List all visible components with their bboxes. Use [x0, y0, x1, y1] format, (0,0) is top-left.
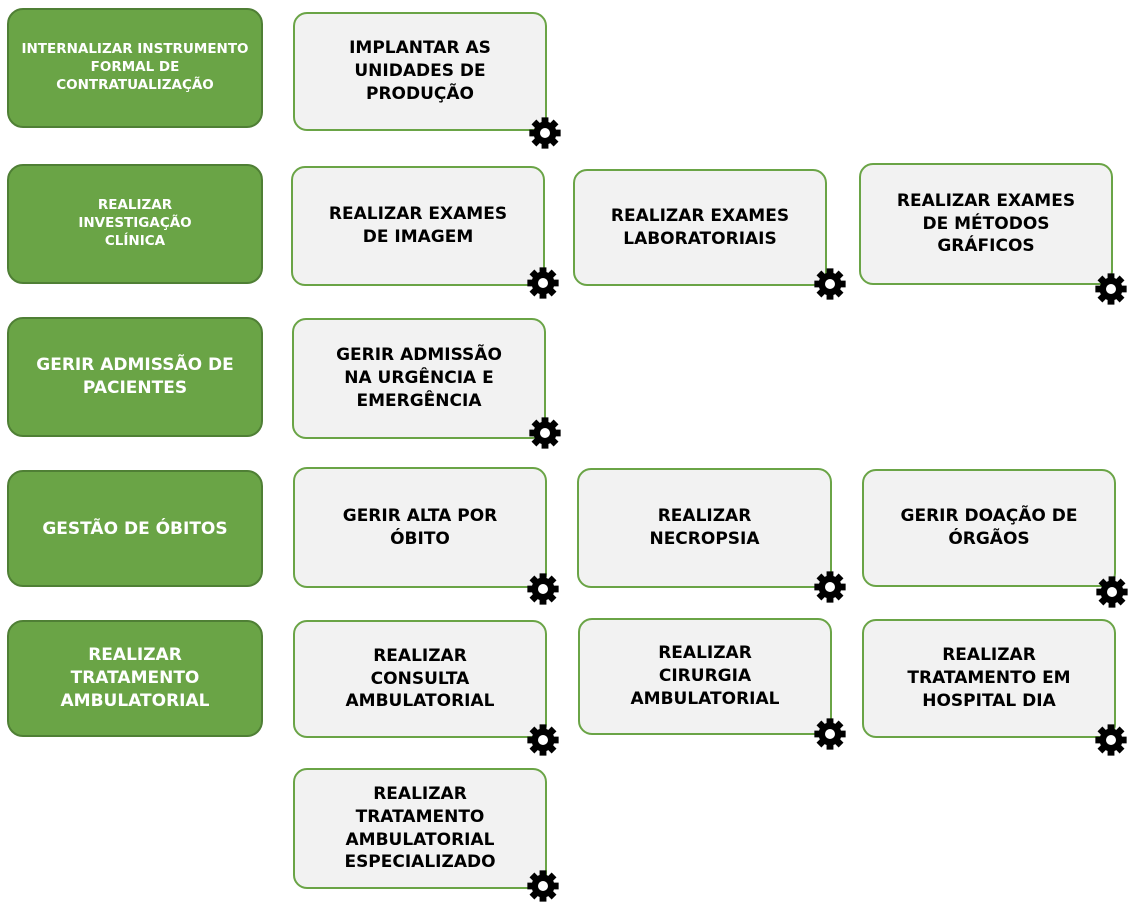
category-label: REALIZAR TRATAMENTO AMBULATORIAL	[60, 645, 210, 711]
process-label: GERIR ADMISSÃO NA URGÊNCIA E EMERGÊNCIA	[336, 345, 502, 411]
process-alta-obito[interactable]: GERIR ALTA POR ÓBITO	[293, 467, 547, 588]
process-label: REALIZAR EXAMES DE IMAGEM	[328, 204, 508, 247]
gear-icon[interactable]	[525, 265, 561, 301]
gear-icon[interactable]	[527, 415, 563, 451]
gear-icon[interactable]	[812, 266, 848, 302]
category-internalizar[interactable]: INTERNALIZAR INSTRUMENTO FORMAL DE CONTR…	[7, 8, 263, 128]
gear-icon[interactable]	[1094, 574, 1130, 610]
category-gestao-obitos[interactable]: GESTÃO DE ÓBITOS	[7, 470, 263, 587]
process-exames-imagem[interactable]: REALIZAR EXAMES DE IMAGEM	[291, 166, 545, 286]
gear-icon[interactable]	[812, 716, 848, 752]
gear-icon[interactable]	[525, 722, 561, 758]
gear-icon[interactable]	[525, 571, 561, 607]
process-label: REALIZAR TRATAMENTO EM HOSPITAL DIA	[907, 645, 1071, 711]
process-label: REALIZAR CIRURGIA AMBULATORIAL	[630, 643, 780, 709]
process-cirurgia-ambulatorial[interactable]: REALIZAR CIRURGIA AMBULATORIAL	[578, 618, 832, 735]
process-tratamento-ambulatorial-especializado[interactable]: REALIZAR TRATAMENTO AMBULATORIAL ESPECIA…	[293, 768, 547, 889]
process-label: GERIR DOAÇÃO DE ÓRGÃOS	[900, 506, 1078, 549]
process-implantar-unidades[interactable]: IMPLANTAR AS UNIDADES DE PRODUÇÃO	[293, 12, 547, 131]
process-admissao-urgencia[interactable]: GERIR ADMISSÃO NA URGÊNCIA E EMERGÊNCIA	[292, 318, 546, 439]
process-label: GERIR ALTA POR ÓBITO	[342, 505, 498, 549]
category-investigacao-clinica[interactable]: REALIZAR INVESTIGAÇÃO CLÍNICA	[7, 164, 263, 284]
process-consulta-ambulatorial[interactable]: REALIZAR CONSULTA AMBULATORIAL	[293, 620, 547, 738]
category-label: REALIZAR INVESTIGAÇÃO CLÍNICA	[78, 197, 192, 249]
process-label: REALIZAR EXAMES DE MÉTODOS GRÁFICOS	[896, 190, 1076, 257]
gear-icon[interactable]	[1093, 722, 1129, 758]
category-tratamento-ambulatorial[interactable]: REALIZAR TRATAMENTO AMBULATORIAL	[7, 620, 263, 737]
process-label: REALIZAR CONSULTA AMBULATORIAL	[345, 645, 495, 712]
process-necropsia[interactable]: REALIZAR NECROPSIA	[577, 468, 832, 588]
gear-icon[interactable]	[525, 868, 561, 904]
category-admissao-pacientes[interactable]: GERIR ADMISSÃO DE PACIENTES	[7, 317, 263, 437]
process-label: IMPLANTAR AS UNIDADES DE PRODUÇÃO	[349, 38, 491, 104]
gear-icon[interactable]	[812, 569, 848, 605]
process-label: REALIZAR TRATAMENTO AMBULATORIAL ESPECIA…	[344, 783, 496, 873]
category-label: GERIR ADMISSÃO DE PACIENTES	[36, 355, 234, 398]
process-label: REALIZAR EXAMES LABORATORIAIS	[610, 205, 790, 249]
category-label: INTERNALIZAR INSTRUMENTO FORMAL DE CONTR…	[21, 41, 249, 93]
process-exames-laboratoriais[interactable]: REALIZAR EXAMES LABORATORIAIS	[573, 169, 827, 286]
gear-icon[interactable]	[1093, 271, 1129, 307]
process-label: REALIZAR NECROPSIA	[649, 506, 760, 549]
gear-icon[interactable]	[527, 115, 563, 151]
process-doacao-orgaos[interactable]: GERIR DOAÇÃO DE ÓRGÃOS	[862, 469, 1116, 587]
process-tratamento-hospital-dia[interactable]: REALIZAR TRATAMENTO EM HOSPITAL DIA	[862, 619, 1116, 738]
category-label: GESTÃO DE ÓBITOS	[42, 518, 228, 539]
process-exames-metodos-graficos[interactable]: REALIZAR EXAMES DE MÉTODOS GRÁFICOS	[859, 163, 1113, 285]
